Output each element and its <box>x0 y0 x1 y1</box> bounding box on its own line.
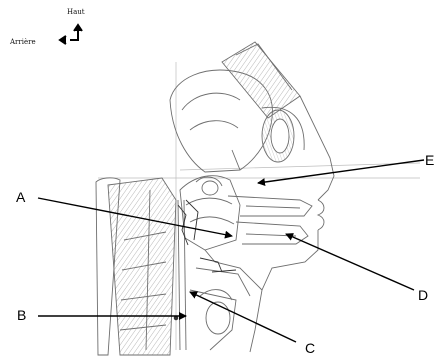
orientation-back-label: Arrière <box>10 38 36 46</box>
label-d: D <box>418 287 428 303</box>
orientation-up-label: Haut <box>67 8 85 16</box>
leader-line-e <box>258 160 424 183</box>
label-a: A <box>16 189 25 205</box>
label-b: B <box>17 307 26 323</box>
label-e: E <box>425 152 434 168</box>
anatomy-details <box>174 200 236 320</box>
label-c: C <box>305 340 315 356</box>
orientation-arrows <box>60 25 82 44</box>
anatomy-outlines <box>96 42 334 355</box>
